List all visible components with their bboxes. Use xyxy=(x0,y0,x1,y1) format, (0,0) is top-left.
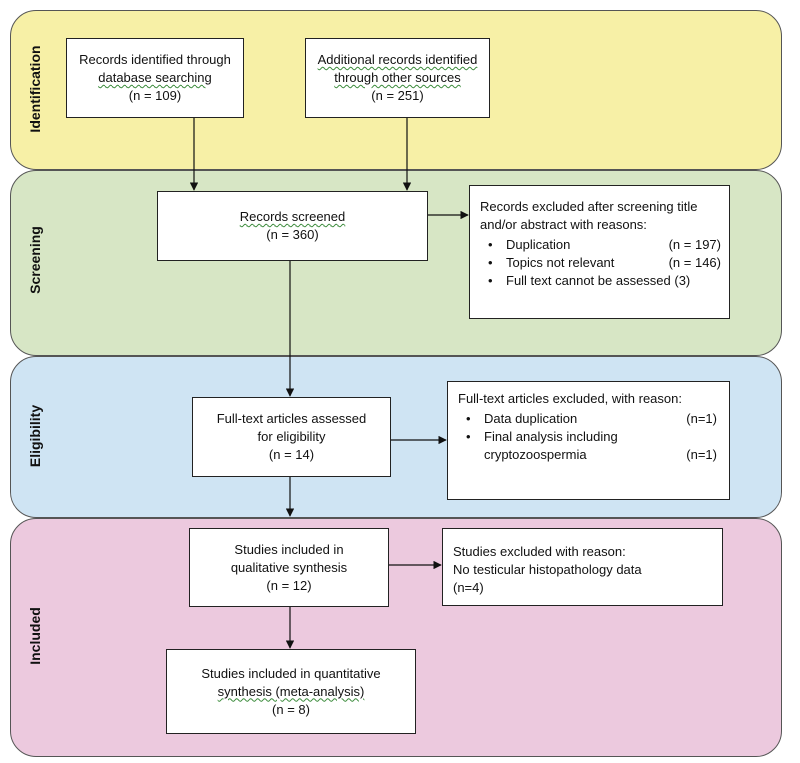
screened-count: (n = 360) xyxy=(266,227,319,242)
other-line-1: Additional records identified xyxy=(317,52,478,67)
other-records-box: Additional records identified through ot… xyxy=(305,38,490,118)
other-line-2: through other sources xyxy=(334,70,461,85)
fulltext-excluded-list: Data duplication (n=1) Final analysis in… xyxy=(458,410,717,464)
fulltext-assessed-box: Full-text articles assessed for eligibil… xyxy=(192,397,391,477)
exclusion-item: Topics not relevant (n = 146) xyxy=(480,254,721,272)
exclusion-item: Final analysis including cryptozoospermi… xyxy=(458,428,717,464)
screening-excluded-box: Records excluded after screening title a… xyxy=(469,185,730,319)
fulltext-excluded-heading: Full-text articles excluded, with reason… xyxy=(458,391,682,406)
database-count: (n = 109) xyxy=(128,88,182,103)
screened-line-1: Records screened xyxy=(239,209,346,224)
records-screened-box: Records screened (n = 360) xyxy=(157,191,428,261)
fulltext-line-1: Full-text articles assessed xyxy=(216,411,367,426)
fulltext-count: (n = 14) xyxy=(268,447,315,462)
exclusion-item: Full text cannot be assessed (3) xyxy=(480,272,721,290)
qualitative-line-2: qualitative synthesis xyxy=(230,559,348,575)
database-records-box: Records identified through database sear… xyxy=(66,38,244,118)
quantitative-synthesis-box: Studies included in quantitative synthes… xyxy=(166,649,416,734)
studies-excluded-line-2: No testicular histopathology data xyxy=(453,562,642,577)
database-line-1: Records identified through xyxy=(79,52,231,67)
database-line-2: database searching xyxy=(98,70,212,85)
exclusion-item: Data duplication (n=1) xyxy=(458,410,717,428)
screening-excluded-list: Duplication (n = 197) Topics not relevan… xyxy=(480,236,721,290)
studies-excluded-count: (n=4) xyxy=(453,580,484,595)
quantitative-line-2: synthesis (meta-analysis) xyxy=(217,683,365,699)
studies-excluded-line-1: Studies excluded with reason: xyxy=(453,544,626,559)
qualitative-synthesis-box: Studies included in qualitative synthesi… xyxy=(189,528,389,607)
quantitative-line-1: Studies included in quantitative xyxy=(201,665,381,681)
other-count: (n = 251) xyxy=(371,88,424,103)
fulltext-line-2: for eligibility xyxy=(257,429,326,444)
quantitative-count: (n = 8) xyxy=(272,701,310,717)
screening-excluded-heading: Records excluded after screening title a… xyxy=(480,199,698,232)
fulltext-excluded-box: Full-text articles excluded, with reason… xyxy=(447,381,730,500)
qualitative-line-1: Studies included in xyxy=(234,541,344,557)
qualitative-count: (n = 12) xyxy=(266,577,312,593)
studies-excluded-box: Studies excluded with reason: No testicu… xyxy=(442,528,723,606)
exclusion-item: Duplication (n = 197) xyxy=(480,236,721,254)
